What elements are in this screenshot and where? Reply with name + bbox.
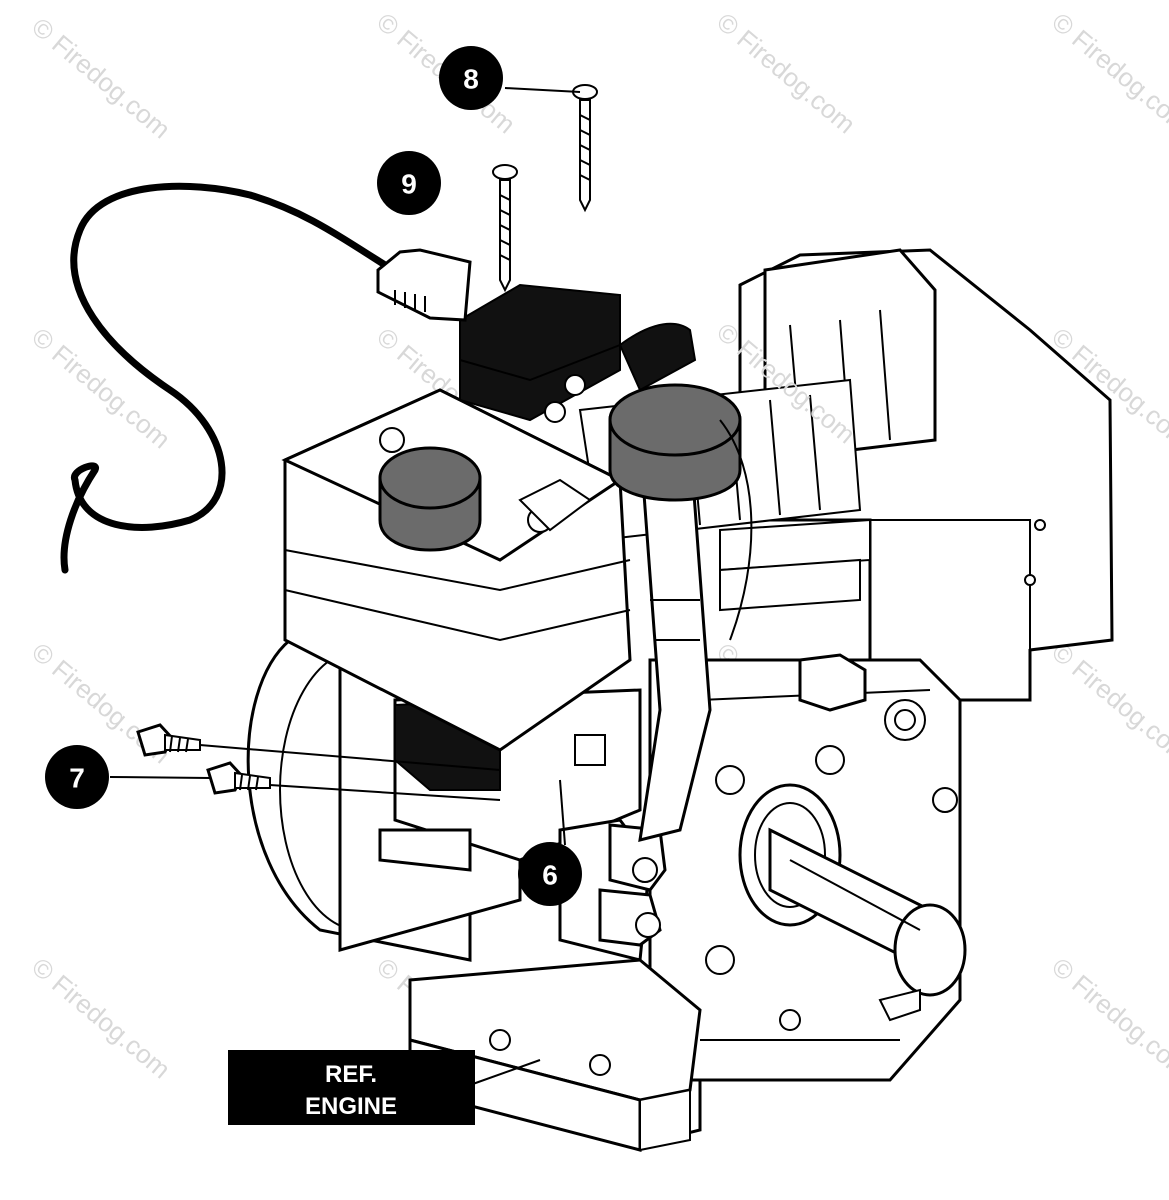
- crankcase: [638, 653, 967, 1142]
- screws-part-8: [492, 84, 598, 293]
- watermark-text: © Firedog.com: [711, 7, 861, 140]
- starter-switch-box: [459, 283, 697, 423]
- watermark-text: © Firedog.com: [26, 12, 176, 145]
- watermark-text: © Firedog.com: [1046, 952, 1169, 1085]
- watermark-text: © Firedog.com: [1046, 7, 1169, 140]
- watermark-text: © Firedog.com: [26, 322, 176, 455]
- callout-8: 8: [439, 46, 503, 110]
- callout-8-label: 8: [463, 64, 479, 95]
- ref-engine-label: REF. ENGINE: [228, 1050, 475, 1125]
- callout-9: 9: [377, 151, 441, 215]
- callout-6: 6: [518, 842, 582, 906]
- power-cord: [60, 182, 472, 574]
- callout-6-label: 6: [542, 860, 558, 891]
- ref-engine-line1: REF.: [325, 1061, 377, 1088]
- fuel-tank: [281, 388, 632, 752]
- callout-7-label: 7: [69, 763, 85, 794]
- watermark-text: © Firedog.com: [26, 952, 176, 1085]
- callout-9-label: 9: [401, 169, 417, 200]
- callout-7: 7: [45, 745, 109, 809]
- screws-part-7: [136, 723, 271, 795]
- leader-lines: [109, 87, 581, 1086]
- oil-fill-tube: [608, 383, 753, 843]
- ref-engine-line2: ENGINE: [305, 1093, 397, 1120]
- watermark-text: © Firedog.com: [1046, 637, 1169, 770]
